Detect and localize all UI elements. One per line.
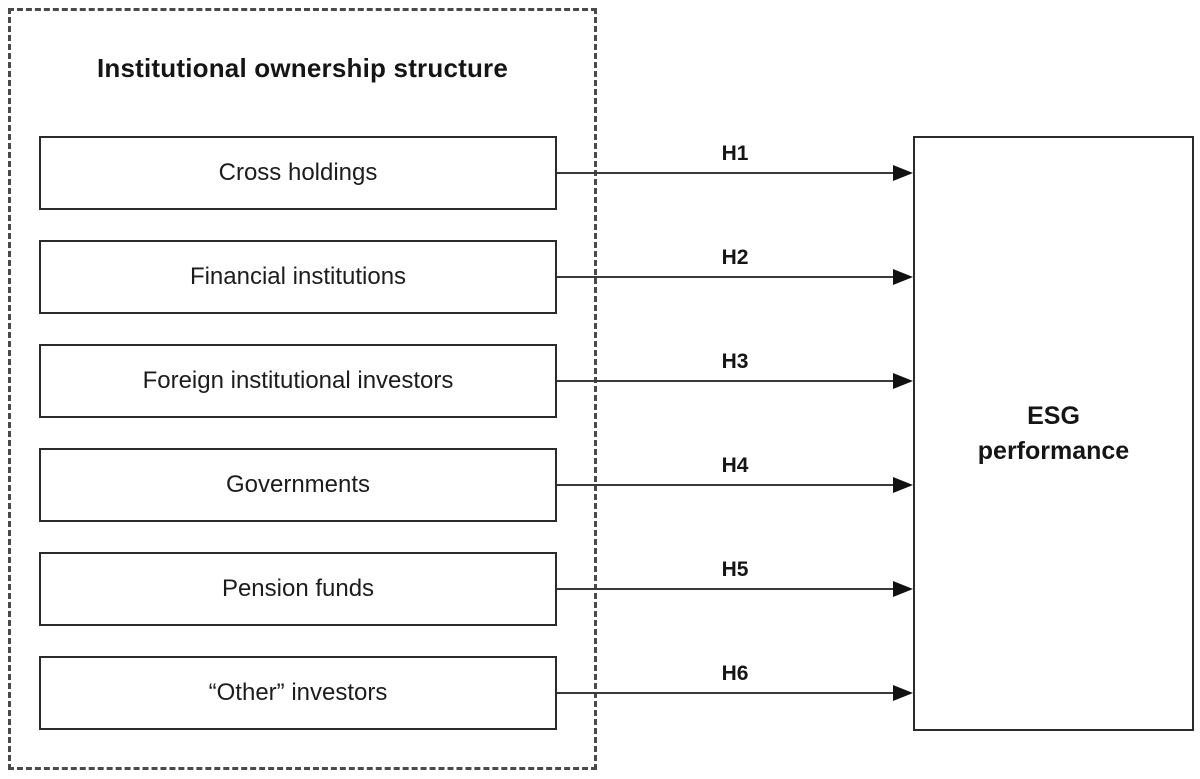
box-label-financial-institutions: Financial institutions: [189, 263, 407, 290]
box-label-other-investors: “Other” investors: [208, 679, 388, 706]
box-financial-institutions: Financial institutions: [39, 240, 557, 314]
box-other-investors: “Other” investors: [39, 656, 557, 730]
arrow-shaft: [557, 276, 901, 278]
arrow-shaft: [557, 484, 901, 486]
ownership-group-box: Institutional ownership structure: [8, 8, 597, 770]
arrow-shaft: [557, 588, 901, 590]
arrowhead-icon: [893, 685, 913, 701]
box-label-governments: Governments: [225, 471, 371, 498]
box-label-pension-funds: Pension funds: [221, 575, 375, 602]
box-foreign-institutional-investors: Foreign institutional investors: [39, 344, 557, 418]
arrowhead-icon: [893, 477, 913, 493]
hypothesis-label-h4: H4: [721, 454, 749, 477]
target-label-line2: performance: [977, 436, 1130, 465]
box-governments: Governments: [39, 448, 557, 522]
hypothesis-label-h3: H3: [721, 350, 749, 373]
arrowhead-icon: [893, 269, 913, 285]
arrowhead-icon: [893, 165, 913, 181]
arrowhead-icon: [893, 373, 913, 389]
hypothesis-label-h6: H6: [721, 662, 749, 685]
group-title: Institutional ownership structure: [96, 53, 509, 83]
target-label: ESG performance: [978, 399, 1129, 469]
arrow-shaft: [557, 380, 901, 382]
box-pension-funds: Pension funds: [39, 552, 557, 626]
hypothesis-label-h2: H2: [721, 246, 749, 269]
arrow-shaft: [557, 172, 901, 174]
arrow-shaft: [557, 692, 901, 694]
hypothesis-label-h1: H1: [721, 142, 749, 165]
box-label-cross-holdings: Cross holdings: [218, 159, 378, 186]
target-label-line1: ESG: [1027, 401, 1080, 430]
box-label-foreign-institutional-investors: Foreign institutional investors: [142, 367, 454, 394]
arrowhead-icon: [893, 581, 913, 597]
esg-performance-box: ESG performance: [913, 136, 1194, 731]
hypothesis-label-h5: H5: [721, 558, 749, 581]
box-cross-holdings: Cross holdings: [39, 136, 557, 210]
